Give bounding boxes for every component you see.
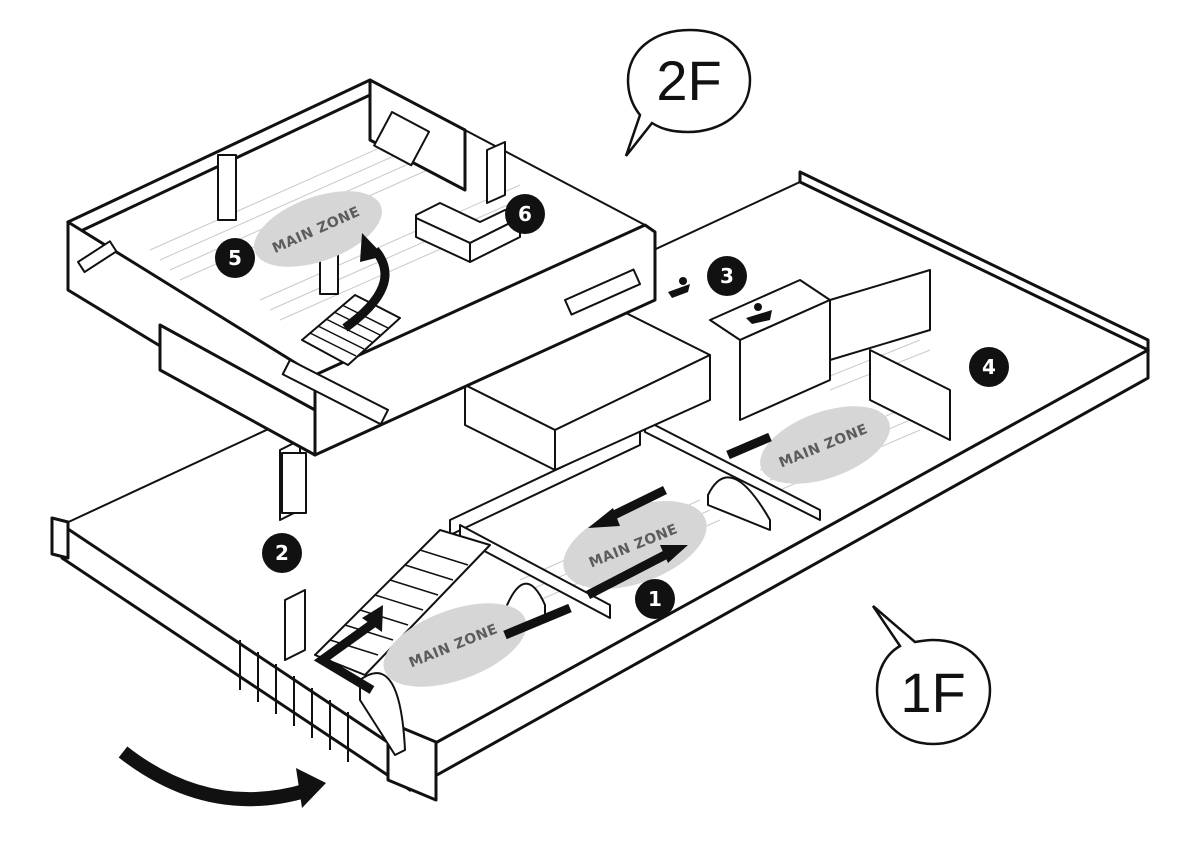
marker-2: 2 xyxy=(262,533,302,573)
svg-text:3: 3 xyxy=(720,264,734,288)
floor-2f: MAIN ZONE xyxy=(65,78,657,514)
circulation-arrow-2f xyxy=(342,247,390,332)
svg-text:2: 2 xyxy=(275,541,289,565)
marker-5: 5 xyxy=(215,238,255,278)
wall-1f-ribs xyxy=(239,640,349,762)
entrance-arrow-icon xyxy=(118,746,326,808)
column-1f-support xyxy=(281,452,307,514)
arch-1f-c xyxy=(359,672,406,756)
circulation-arrow-icon xyxy=(313,432,772,694)
wall-1f-back-right xyxy=(798,170,1150,352)
floor-1f: MAIN ZONE MAIN ZONE MAIN ZONE xyxy=(50,170,1151,802)
window-2f-a xyxy=(76,240,118,274)
svg-text:5: 5 xyxy=(228,246,242,270)
marker-6: 6 xyxy=(505,194,545,234)
restroom-man-icon xyxy=(668,277,690,298)
wall-1f-restroom-block-front xyxy=(739,299,831,421)
wall-1f-stub-2 xyxy=(284,589,306,661)
wall-2f-post xyxy=(486,141,506,204)
wall-2f-lower-volume xyxy=(158,323,317,457)
svg-text:4: 4 xyxy=(982,355,996,379)
zone-2f: MAIN ZONE xyxy=(254,191,382,267)
floor-1f-label: 1F xyxy=(900,661,965,724)
wall-1f-partition-d xyxy=(869,349,951,441)
wall-1f-partition-c xyxy=(459,524,611,619)
arch-1f-b xyxy=(707,476,771,531)
zone-1f-right: MAIN ZONE xyxy=(760,406,890,484)
floor-2f-bubble: 2F xyxy=(624,28,752,157)
wall-1f-post-left xyxy=(50,516,70,560)
floor-1f-bubble: 1F xyxy=(871,605,992,746)
window-2f-d xyxy=(281,359,390,426)
restroom-woman-icon xyxy=(746,303,772,324)
marker-4: 4 xyxy=(969,347,1009,387)
column-2f-a xyxy=(217,154,237,221)
svg-text:6: 6 xyxy=(518,202,532,226)
marker-1: 1 xyxy=(635,579,675,619)
bar-counter-2f-side xyxy=(469,217,521,263)
zone-1f-left: MAIN ZONE xyxy=(383,603,527,687)
svg-text:1: 1 xyxy=(648,587,662,611)
wall-1f-core-block-front xyxy=(464,384,556,471)
window-2f-c xyxy=(564,268,642,316)
floor-2f-label: 2F xyxy=(656,49,721,112)
marker-3: 3 xyxy=(707,256,747,296)
window-2f-b xyxy=(373,111,431,167)
